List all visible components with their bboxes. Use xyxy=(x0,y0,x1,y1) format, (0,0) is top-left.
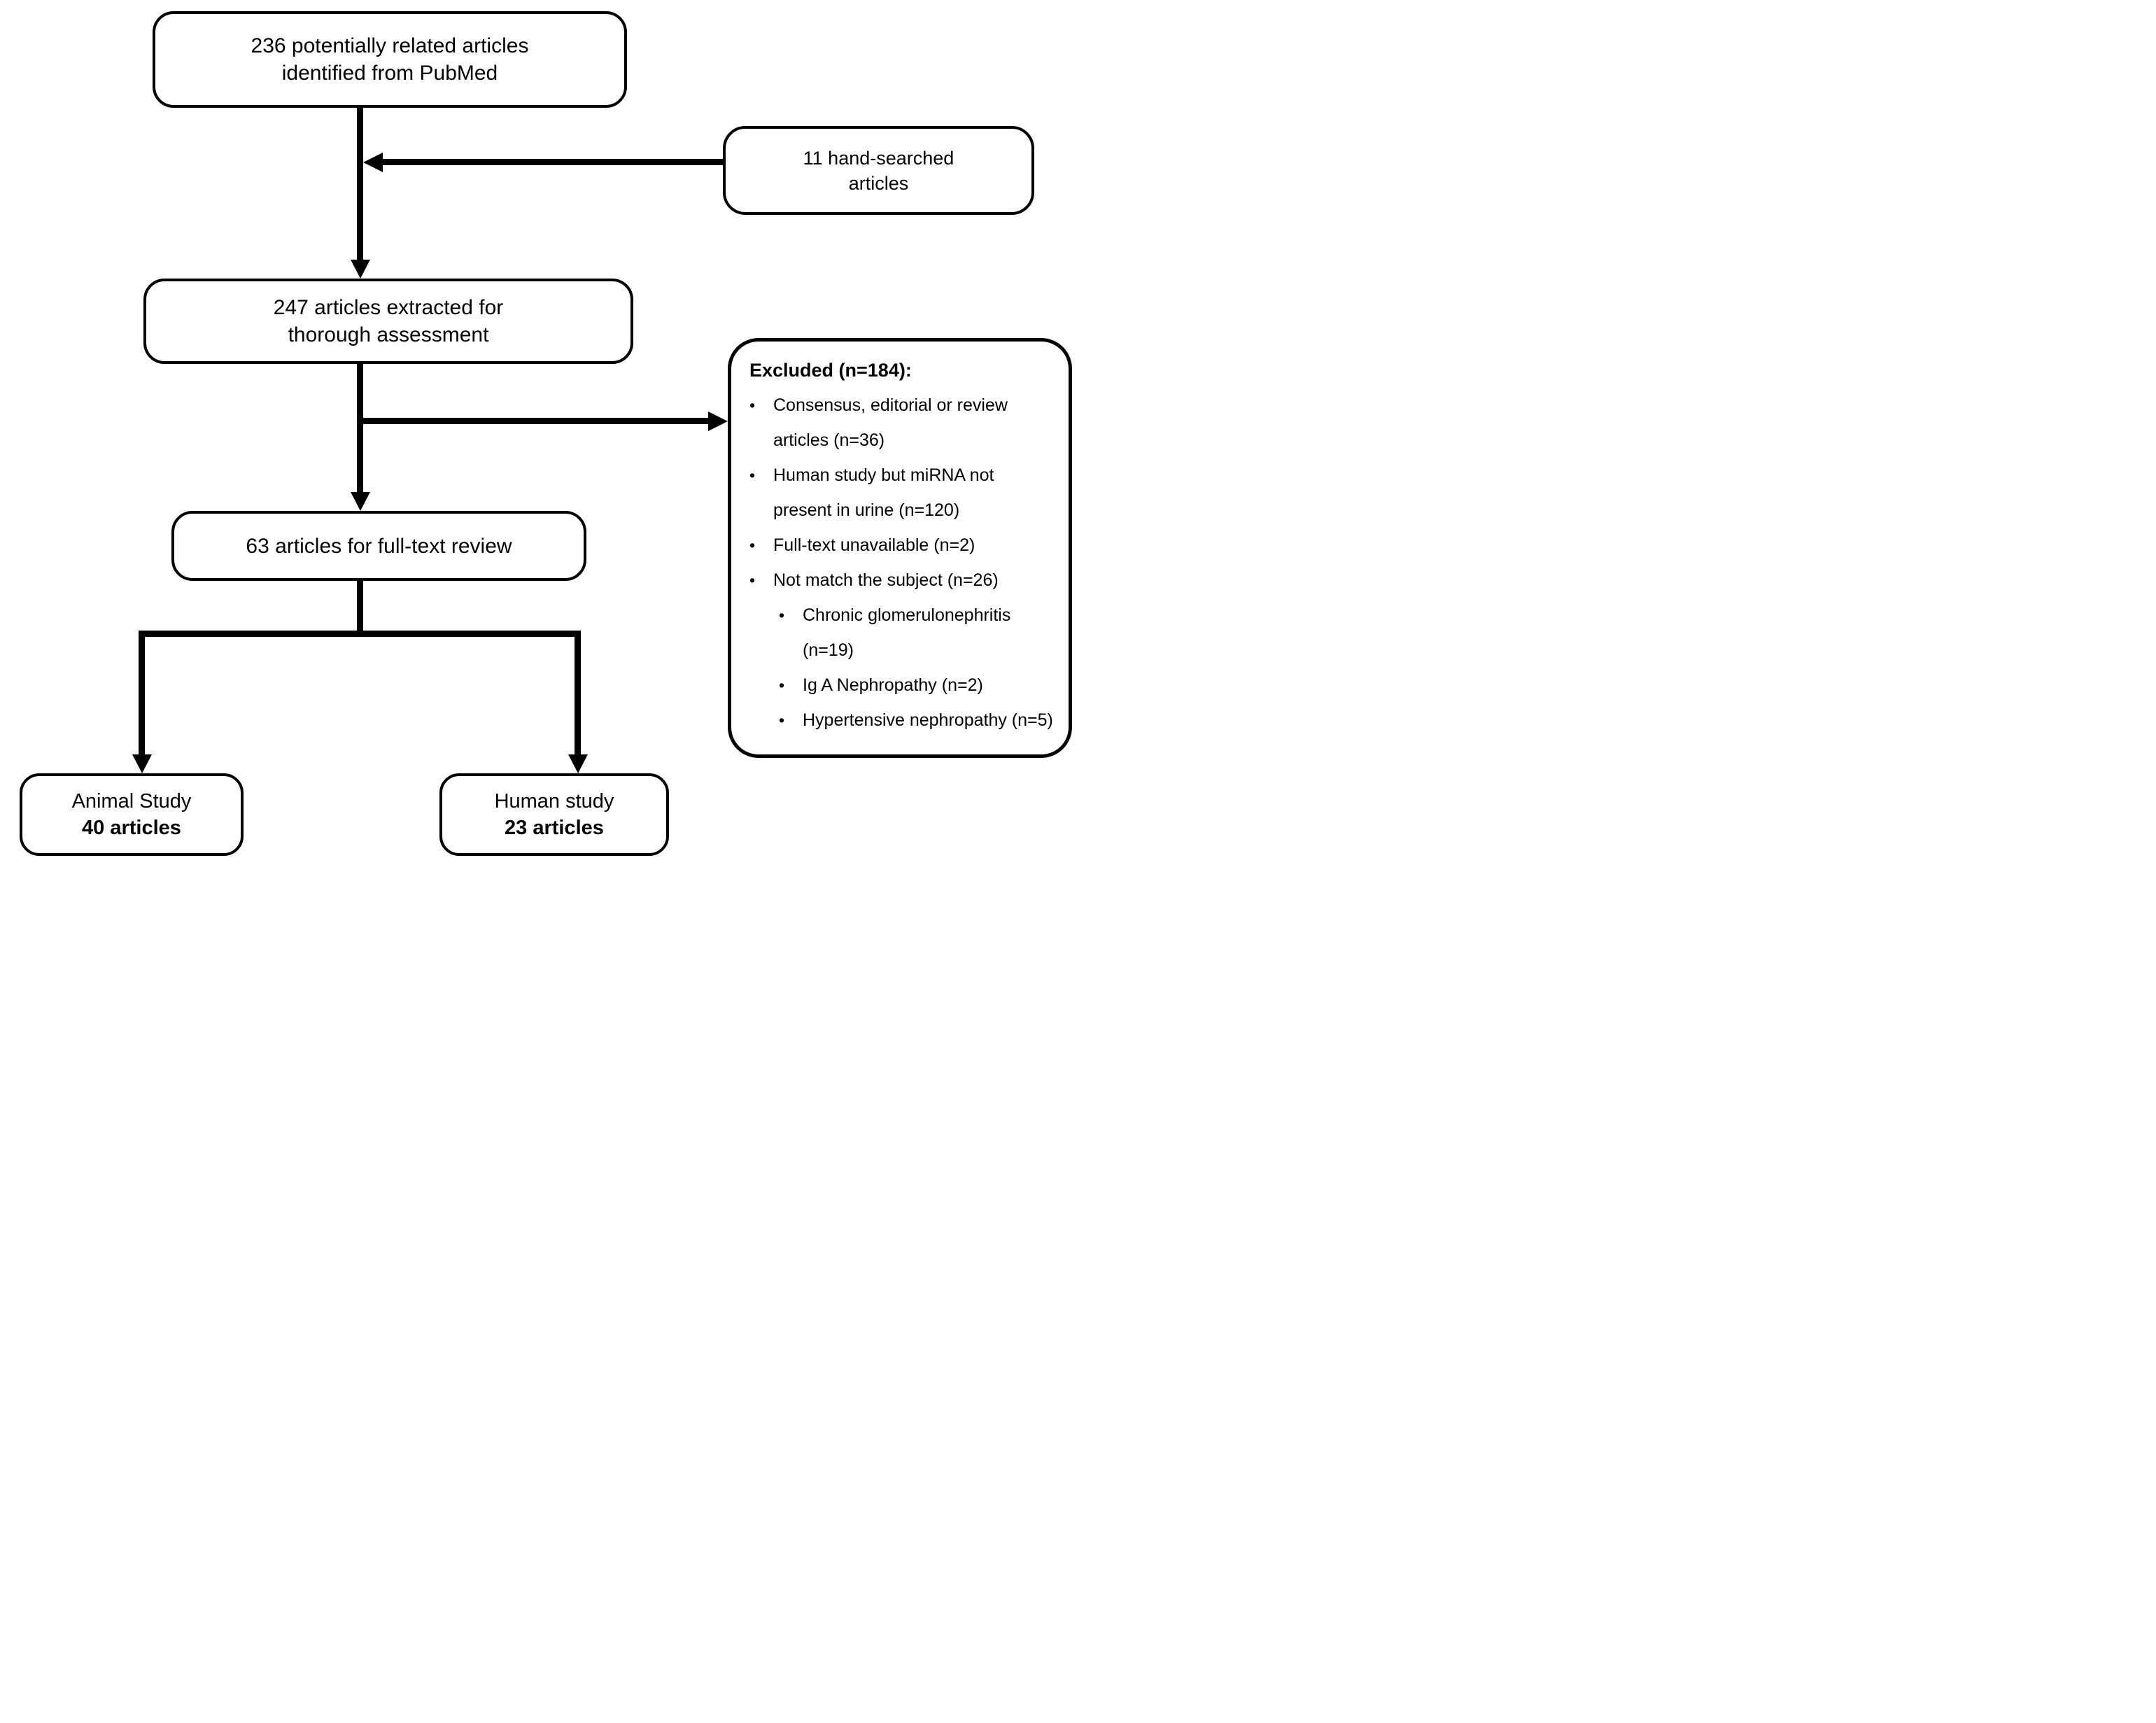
arrow-extracted-to-fulltext-head xyxy=(351,492,370,511)
arrow-split-to-animal-head xyxy=(132,754,152,773)
node-extracted-assessment: 247 articles extracted for thorough asse… xyxy=(143,279,633,364)
arrow-to-excluded-head xyxy=(708,412,728,431)
bullet-icon: • xyxy=(749,466,756,484)
arrow-to-excluded-shaft xyxy=(360,418,710,424)
bullet-icon: • xyxy=(749,536,756,554)
excluded-subitem-text: Chronic glomerulonephritis (n=19) xyxy=(803,605,1011,660)
excluded-subitem: • Ig A Nephropathy (n=2) xyxy=(779,668,1049,703)
node-pubmed-line1: 236 potentially related articles xyxy=(251,34,529,57)
node-human-line2: 23 articles xyxy=(505,817,604,839)
bullet-icon: • xyxy=(779,676,785,694)
excluded-item: • Human study but miRNA not present in u… xyxy=(749,458,1049,528)
excluded-item-text: Human study but miRNA not present in uri… xyxy=(773,465,994,520)
arrow-pubmed-to-extracted-head xyxy=(351,260,370,279)
node-extracted-line2: thorough assessment xyxy=(288,323,489,346)
node-human-study: Human study 23 articles xyxy=(439,773,669,856)
excluded-item-text: Not match the subject (n=26) xyxy=(773,570,999,590)
node-hand-searched: 11 hand-searched articles xyxy=(723,126,1034,215)
bullet-icon: • xyxy=(749,571,756,589)
arrow-split-to-human-head xyxy=(568,754,588,773)
excluded-subitem-text: Hypertensive nephropathy (n=5) xyxy=(803,710,1053,730)
arrow-split-to-animal-shaft xyxy=(139,631,145,755)
node-full-text-line1: 63 articles for full-text review xyxy=(246,534,512,558)
connector-split-bar xyxy=(139,631,581,637)
node-extracted-line1: 247 articles extracted for xyxy=(273,296,504,319)
node-animal-line1: Animal Study xyxy=(71,790,192,813)
excluded-subitem: • Hypertensive nephropathy (n=5) xyxy=(779,703,1053,738)
arrow-hand-to-main-shaft xyxy=(381,159,723,165)
node-pubmed-line2: identified from PubMed xyxy=(281,62,498,85)
node-full-text-review: 63 articles for full-text review xyxy=(171,511,586,581)
bullet-icon: • xyxy=(749,396,756,414)
excluded-item: • Full-text unavailable (n=2) xyxy=(749,528,1049,563)
excluded-subitem: • Chronic glomerulonephritis (n=19) xyxy=(779,598,1049,668)
node-excluded: Excluded (n=184): • Consensus, editorial… xyxy=(728,338,1072,758)
flowchart: 236 potentially related articles identif… xyxy=(0,0,1078,862)
node-animal-study: Animal Study 40 articles xyxy=(20,773,244,856)
arrow-pubmed-to-extracted-shaft xyxy=(357,105,363,261)
excluded-item: • Consensus, editorial or review article… xyxy=(749,388,1049,458)
node-human-line1: Human study xyxy=(494,790,614,813)
excluded-subitem-text: Ig A Nephropathy (n=2) xyxy=(803,675,983,695)
node-hand-searched-line1: 11 hand-searched xyxy=(803,147,954,169)
node-animal-line2: 40 articles xyxy=(82,817,181,839)
node-hand-searched-line2: articles xyxy=(848,172,909,194)
bullet-icon: • xyxy=(779,711,785,729)
arrow-hand-to-main-head xyxy=(363,153,383,172)
connector-fulltext-down-shaft xyxy=(357,579,363,637)
bullet-icon: • xyxy=(779,606,785,624)
excluded-item: • Not match the subject (n=26) xyxy=(749,563,1049,598)
node-pubmed-identified: 236 potentially related articles identif… xyxy=(153,11,627,108)
excluded-title: Excluded (n=184): xyxy=(749,360,912,381)
excluded-item-text: Consensus, editorial or review articles … xyxy=(773,395,1008,450)
arrow-extracted-to-fulltext-shaft xyxy=(357,361,363,493)
arrow-split-to-human-shaft xyxy=(575,631,581,755)
excluded-item-text: Full-text unavailable (n=2) xyxy=(773,535,975,555)
